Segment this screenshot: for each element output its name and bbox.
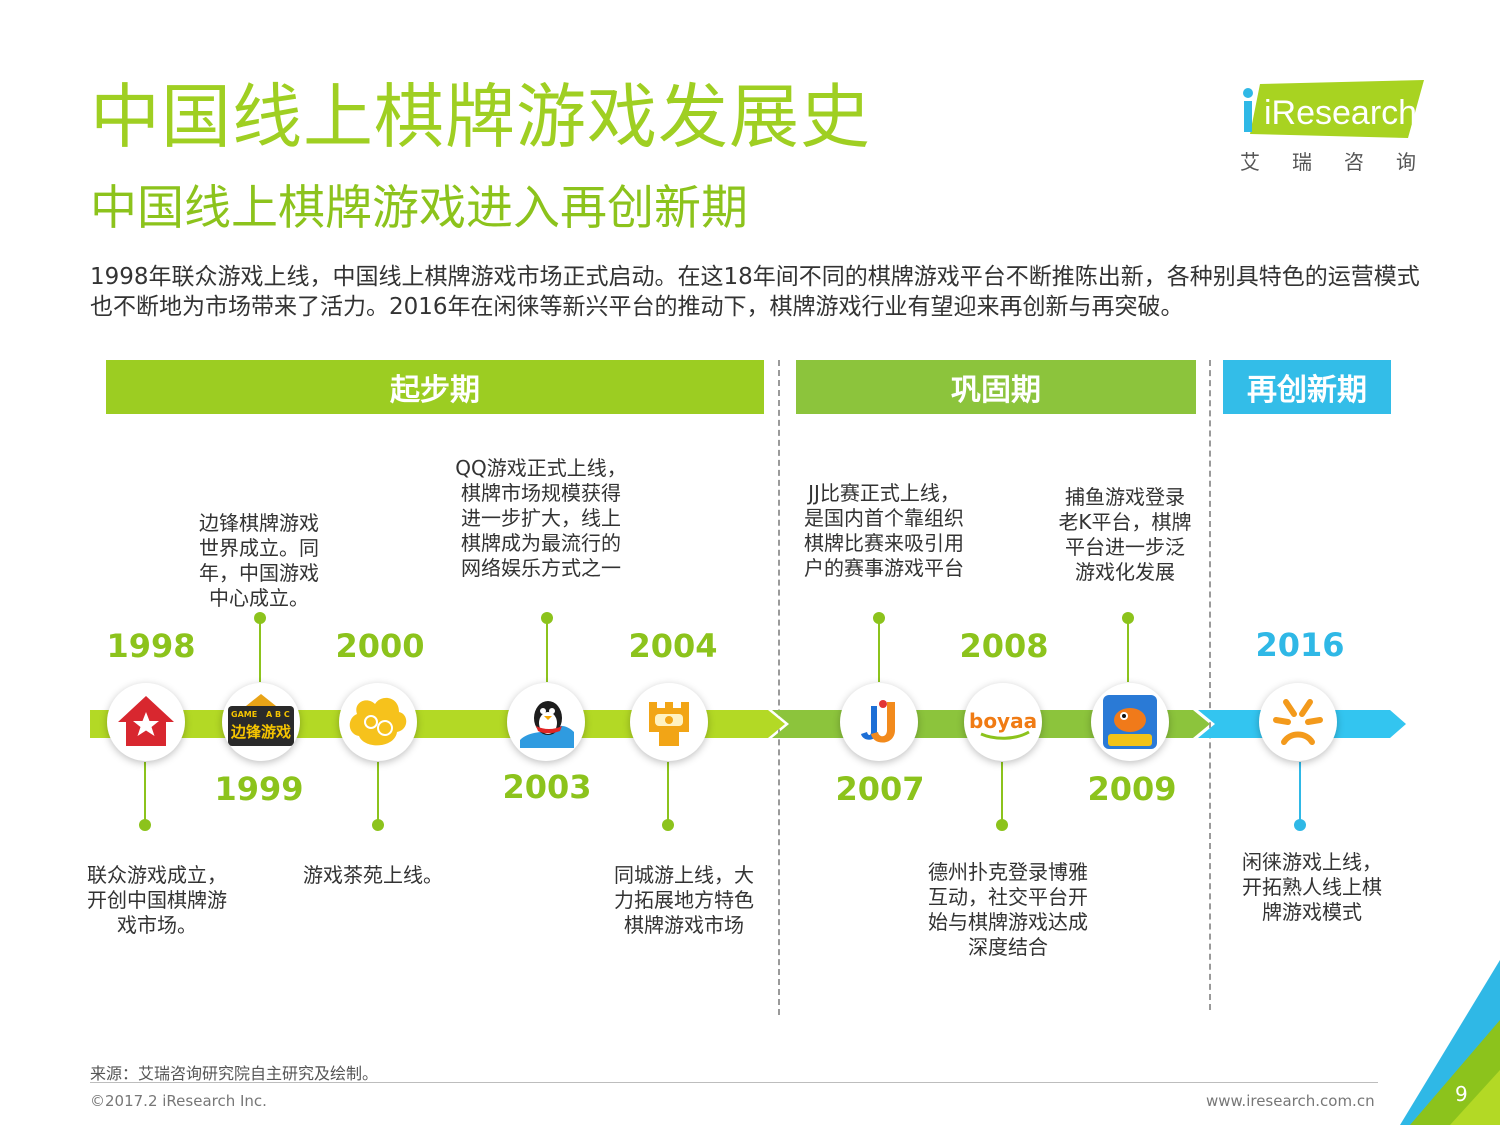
year-2007: 2007 xyxy=(835,770,925,808)
fishing-game-logo xyxy=(1091,683,1169,761)
fish-icon xyxy=(1103,695,1157,749)
year-1999: 1999 xyxy=(214,770,304,808)
boyaa-logo: boyaa xyxy=(964,683,1042,761)
event-dot xyxy=(1122,612,1134,624)
year-2016: 2016 xyxy=(1255,626,1345,664)
event-stem xyxy=(259,620,261,682)
svg-text:A B C: A B C xyxy=(266,710,290,719)
page-number: 9 xyxy=(1455,1082,1468,1106)
event-dot xyxy=(662,819,674,831)
event-note-2000: 游戏茶苑上线。 xyxy=(303,863,443,887)
jj-match-logo xyxy=(840,683,918,761)
page-title: 中国线上棋牌游戏发展史 xyxy=(90,76,871,158)
phase-consolidation: 巩固期 xyxy=(796,360,1196,414)
phase-startup: 起步期 xyxy=(106,360,764,414)
year-2003: 2003 xyxy=(502,768,592,806)
phase-divider-1 xyxy=(778,360,780,1015)
event-dot xyxy=(139,819,151,831)
event-dot xyxy=(873,612,885,624)
event-stem xyxy=(1127,620,1129,682)
bianfeng-badge-icon: GAME A B C 边锋游戏 xyxy=(228,694,294,746)
boyaa-wordmark-icon: boyaa xyxy=(969,709,1037,740)
event-note-2004: 同城游上线，大力拓展地方特色棋牌游戏市场 xyxy=(614,863,754,937)
event-note-2007: JJ比赛正式上线，是国内首个靠组织棋牌比赛来吸引用户的赛事游戏平台 xyxy=(804,481,964,580)
source-note: 来源：艾瑞咨询研究院自主研究及绘制。 xyxy=(90,1064,379,1083)
logo-wordmark: iResearch xyxy=(1264,94,1417,132)
qq-penguin-icon xyxy=(520,701,574,748)
footer-divider xyxy=(90,1082,1378,1083)
event-stem xyxy=(144,762,146,824)
year-2009: 2009 xyxy=(1087,770,1177,808)
xianlai-spark-icon xyxy=(1273,699,1323,745)
jj-letters-icon xyxy=(861,700,895,743)
iresearch-logo: iResearch xyxy=(1243,80,1424,138)
event-note-2003: QQ游戏正式上线，棋牌市场规模获得进一步扩大，线上棋牌成为最流行的网络娱乐方式之… xyxy=(455,456,627,580)
event-stem xyxy=(377,762,379,824)
event-stem xyxy=(1001,762,1003,824)
tongchengyou-logo xyxy=(630,683,708,761)
logo-chinese-name: 艾瑞咨询 xyxy=(1240,150,1448,174)
qq-game-logo xyxy=(507,683,585,761)
event-note-2016: 闲徕游戏上线，开拓熟人线上棋牌游戏模式 xyxy=(1242,850,1382,924)
phase-reinnovation: 再创新期 xyxy=(1223,360,1391,414)
xianlai-logo xyxy=(1259,683,1337,761)
house-star-icon xyxy=(118,696,174,746)
phase-divider-2 xyxy=(1209,360,1211,1010)
year-2008: 2008 xyxy=(959,627,1049,665)
svg-text:GAME: GAME xyxy=(231,710,257,719)
event-note-2009: 捕鱼游戏登录老K平台，棋牌平台进一步泛游戏化发展 xyxy=(1058,485,1192,584)
page-subtitle: 中国线上棋牌游戏进入再创新期 xyxy=(90,181,748,236)
corner-decoration xyxy=(1400,960,1500,1125)
event-stem xyxy=(546,620,548,682)
website-link[interactable]: www.iresearch.com.cn xyxy=(1206,1092,1375,1110)
lianzhong-logo xyxy=(107,683,185,761)
event-dot xyxy=(541,612,553,624)
event-dot xyxy=(254,612,266,624)
teapot-icon xyxy=(349,697,407,746)
event-dot xyxy=(372,819,384,831)
svg-text:boyaa: boyaa xyxy=(969,709,1037,733)
year-1998: 1998 xyxy=(106,627,196,665)
copyright: ©2017.2 iResearch Inc. xyxy=(90,1092,267,1110)
event-stem xyxy=(667,762,669,824)
tongcheng-castle-icon xyxy=(649,702,689,746)
teahouse-logo xyxy=(339,683,417,761)
svg-text:边锋游戏: 边锋游戏 xyxy=(230,723,291,741)
event-note-1998: 联众游戏成立，开创中国棋牌游戏市场。 xyxy=(87,863,227,937)
bianfeng-logo: GAME A B C 边锋游戏 xyxy=(222,683,300,761)
event-dot xyxy=(996,819,1008,831)
event-stem xyxy=(878,620,880,682)
year-2000: 2000 xyxy=(335,627,425,665)
event-stem xyxy=(1299,762,1301,824)
intro-paragraph: 1998年联众游戏上线，中国线上棋牌游戏市场正式启动。在这18年间不同的棋牌游戏… xyxy=(90,264,1420,320)
year-2004: 2004 xyxy=(628,627,718,665)
event-note-2008: 德州扑克登录博雅互动，社交平台开始与棋牌游戏达成深度结合 xyxy=(928,860,1088,959)
event-note-1999: 边锋棋牌游戏世界成立。同年，中国游戏中心成立。 xyxy=(199,511,319,610)
event-dot xyxy=(1294,819,1306,831)
